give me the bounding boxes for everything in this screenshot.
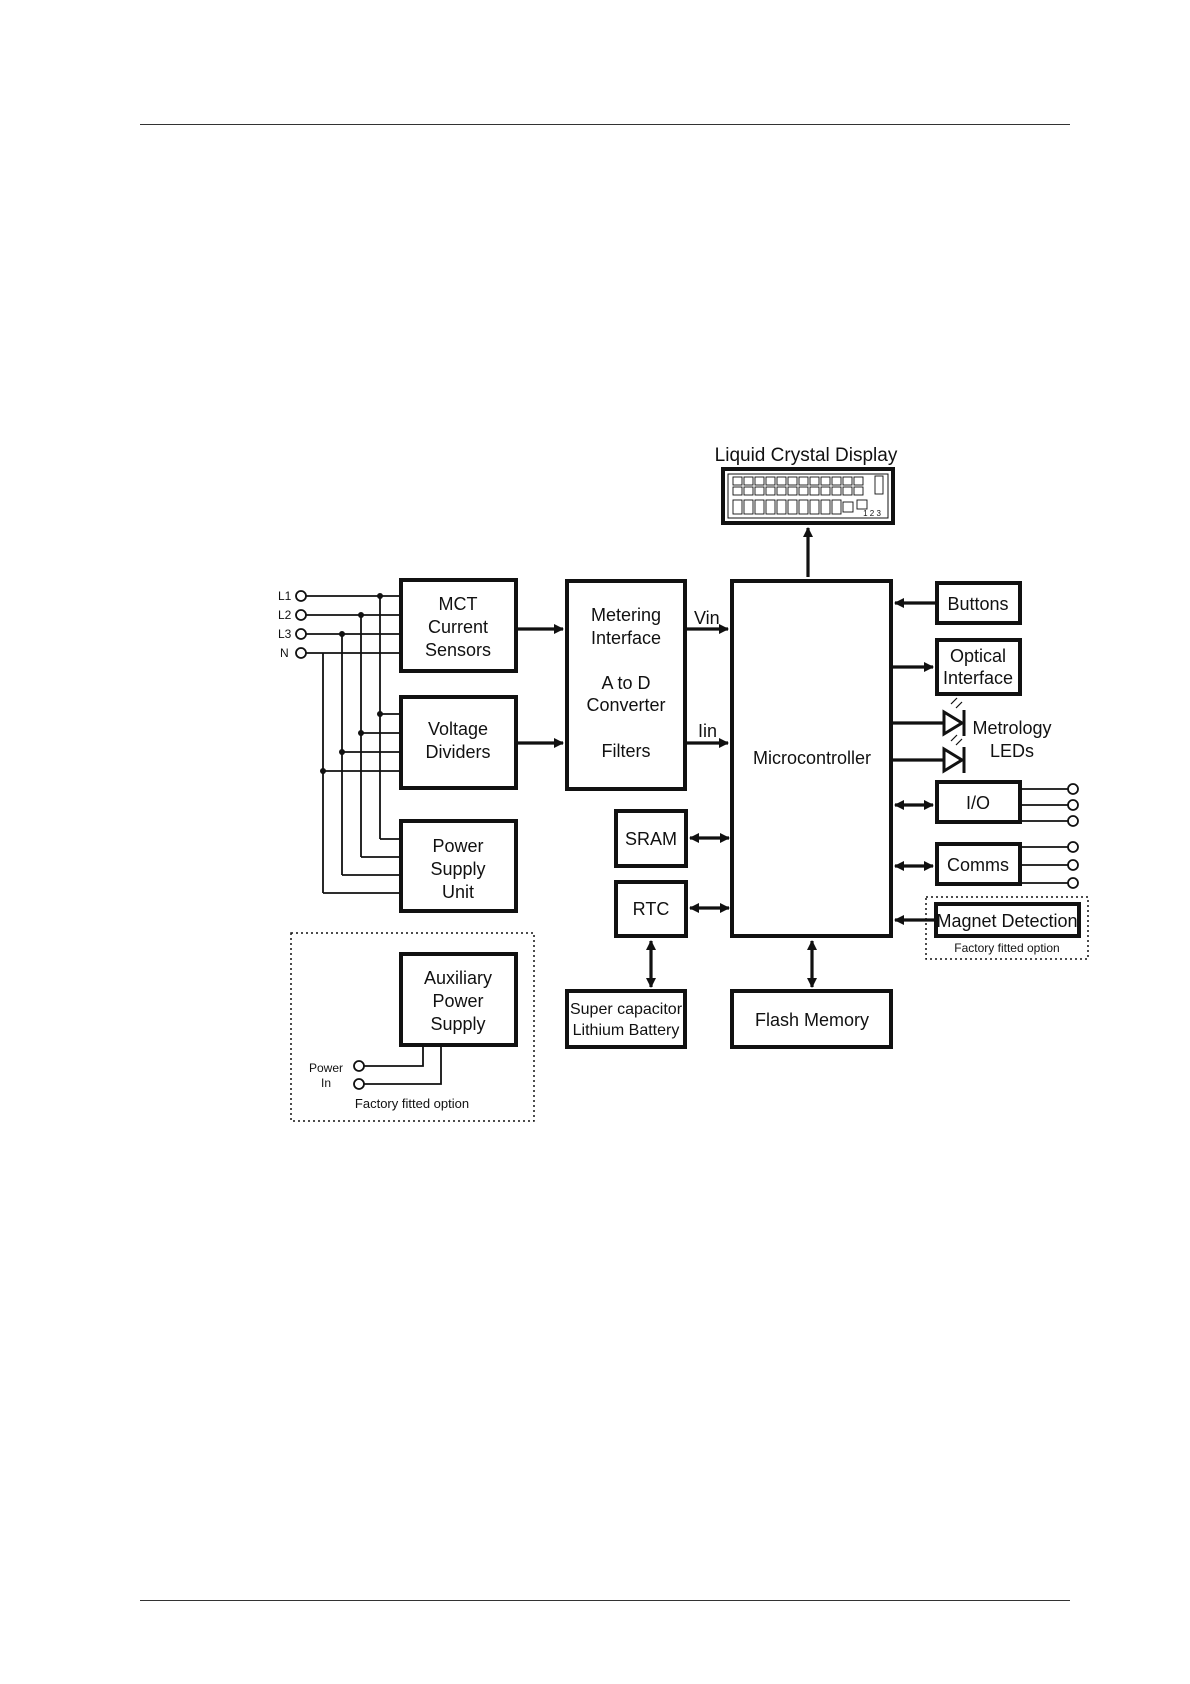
mct-label-2: Current <box>428 617 488 637</box>
mct-label-1: MCT <box>439 594 478 614</box>
metering-label-5: Filters <box>602 741 651 761</box>
optical-label-2: Interface <box>943 668 1013 688</box>
io-terminal <box>1067 783 1079 795</box>
io-terminal <box>1067 799 1079 811</box>
footer-rule <box>140 1600 1070 1601</box>
sram-label: SRAM <box>625 829 677 849</box>
metering-label-3: A to D <box>601 673 650 693</box>
metering-label-2: Interface <box>591 628 661 648</box>
terminal-l2-label: L2 <box>278 608 292 622</box>
aux-label-1: Auxiliary <box>424 968 492 988</box>
supercap-battery-block: Super capacitor Lithium Battery <box>565 989 687 1049</box>
optical-label-1: Optical <box>950 646 1006 666</box>
terminal-n-label: N <box>280 646 289 660</box>
comms-terminal <box>1067 841 1079 853</box>
voltage-dividers-block: Voltage Dividers <box>399 695 518 790</box>
magnet-factory-option-label: Factory fitted option <box>954 941 1059 955</box>
metering-interface-block: Metering Interface A to D Converter Filt… <box>565 579 687 791</box>
iin-label: Iin <box>698 721 717 741</box>
terminal-l2 <box>295 609 307 621</box>
buttons-label: Buttons <box>947 594 1008 614</box>
psu-label-1: Power <box>432 836 483 856</box>
input-terminals: L1 L2 L3 N <box>278 589 307 660</box>
comms-block: Comms <box>935 841 1079 889</box>
rtc-label: RTC <box>633 899 670 919</box>
aux-power-option-region: Auxiliary Power Supply Power In Factory … <box>290 932 535 1122</box>
power-in-terminal-2 <box>353 1078 365 1090</box>
flash-memory-block: Flash Memory <box>730 989 893 1049</box>
lcd-phase-digits: 1 2 3 <box>863 509 881 518</box>
leds-label-2: LEDs <box>990 741 1034 761</box>
aux-factory-option-label: Factory fitted option <box>355 1096 469 1111</box>
magnet-label: Magnet Detection <box>936 911 1077 931</box>
comms-label: Comms <box>947 855 1009 875</box>
lcd-display: 1 2 3 <box>721 467 895 525</box>
terminal-n <box>295 647 307 659</box>
terminal-l1 <box>295 590 307 602</box>
lcd-segments <box>732 475 884 515</box>
magnet-detection-region: Magnet Detection Factory fitted option <box>925 896 1089 960</box>
terminal-l3-label: L3 <box>278 627 292 641</box>
rtc-block: RTC <box>614 880 688 938</box>
power-in-terminal-1 <box>353 1060 365 1072</box>
psu-label-2: Supply <box>430 859 485 879</box>
comms-terminal <box>1067 859 1079 871</box>
io-terminal <box>1067 815 1079 827</box>
leds-label-1: Metrology <box>972 718 1051 738</box>
metering-label-4: Converter <box>586 695 665 715</box>
aux-label-2: Power <box>432 991 483 1011</box>
comms-terminal <box>1067 877 1079 889</box>
supercap-label-2: Lithium Battery <box>573 1022 680 1039</box>
optical-interface-block: Optical Interface <box>935 638 1022 696</box>
io-block: I/O <box>935 780 1079 827</box>
power-supply-unit-block: Power Supply Unit <box>399 819 518 913</box>
voltage-label-2: Dividers <box>425 742 490 762</box>
supply-wiring <box>306 593 399 894</box>
led-icon <box>942 746 965 774</box>
lcd-title: Liquid Crystal Display <box>715 445 898 466</box>
io-label: I/O <box>966 793 990 813</box>
supercap-label-1: Super capacitor <box>570 1001 683 1018</box>
terminal-l1-label: L1 <box>278 589 292 603</box>
flash-memory-label: Flash Memory <box>755 1010 869 1030</box>
vin-label: Vin <box>694 608 720 628</box>
power-in-label-1: Power <box>309 1061 343 1075</box>
metering-label-1: Metering <box>591 605 661 625</box>
voltage-label-1: Voltage <box>428 719 488 739</box>
buttons-block: Buttons <box>935 581 1022 625</box>
mct-current-sensors-block: MCT Current Sensors <box>399 578 518 673</box>
sram-block: SRAM <box>614 809 688 868</box>
aux-label-3: Supply <box>430 1014 485 1034</box>
mct-label-3: Sensors <box>425 640 491 660</box>
psu-label-3: Unit <box>442 882 474 902</box>
power-in-label-2: In <box>321 1076 331 1090</box>
microcontroller-block: Microcontroller <box>730 579 893 938</box>
terminal-l3 <box>295 628 307 640</box>
header-rule <box>140 124 1070 125</box>
led-icon <box>942 709 965 737</box>
microcontroller-label: Microcontroller <box>753 748 871 768</box>
metrology-leds: Metrology LEDs <box>891 697 1052 774</box>
